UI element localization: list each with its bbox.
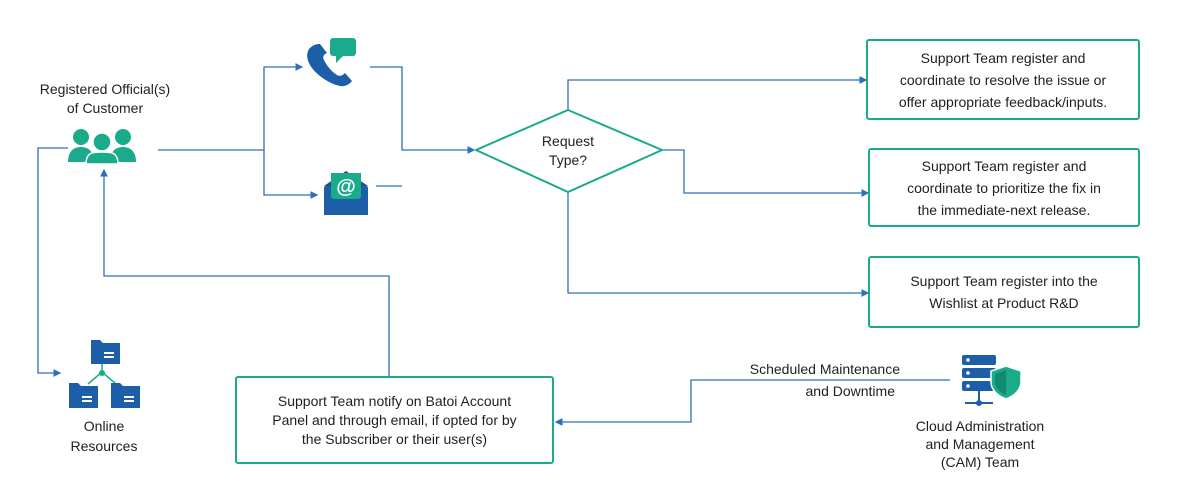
connector-customer-to-resources <box>37 147 68 377</box>
cam-line3: (CAM) Team <box>940 454 1020 470</box>
email-icon: @ <box>324 171 368 215</box>
customer-label-line1: Registered Official(s) <box>39 81 171 97</box>
notify-line2: Panel and through email, if opted for by <box>272 411 517 428</box>
maintenance-line1: Scheduled Maintenance <box>749 361 900 377</box>
customer-label-line2: of Customer <box>66 100 144 116</box>
maintenance-label-line1: Scheduled Maintenance <box>700 360 900 379</box>
resources-label: Online Resources <box>54 416 154 456</box>
decision-label: Request Type? <box>518 132 618 170</box>
decision-label-line1: Request <box>541 133 595 149</box>
outcome-1-line3: offer appropriate feedback/inputs. <box>898 93 1108 110</box>
connector-decision-to-outcome-3 <box>567 192 870 297</box>
outcome-3-line2: Wishlist at Product R&D <box>929 295 1079 311</box>
outcome-2-line3: the immediate-next release. <box>917 201 1091 218</box>
notify-line3: the Subscriber or their user(s) <box>301 430 488 447</box>
svg-text:@: @ <box>336 176 356 198</box>
cam-label: Cloud Administration and Management (CAM… <box>890 417 1070 471</box>
notify-box: Support Team notify on Batoi Account Pan… <box>235 376 554 464</box>
users-group-icon <box>68 129 136 165</box>
connector-notify-to-customer <box>100 168 390 376</box>
cam-line2: and Management <box>925 436 1035 452</box>
notify-line1: Support Team notify on Batoi Account <box>277 392 512 409</box>
phone-chat-icon <box>307 38 356 87</box>
connector-customer-to-phone <box>158 63 304 151</box>
outcome-2-line1: Support Team register and <box>921 157 1087 174</box>
decision-label-line2: Type? <box>548 152 588 168</box>
outcome-3-line1: Support Team register into the <box>910 273 1098 289</box>
connector-phone-to-decision <box>370 66 476 154</box>
maintenance-label-line2: and Downtime <box>700 382 896 401</box>
outcome-box-resolve: Support Team register and coordinate to … <box>866 39 1140 120</box>
maintenance-line2: and Downtime <box>805 383 896 399</box>
cam-line1: Cloud Administration <box>915 418 1045 434</box>
connector-decision-to-outcome-1 <box>567 76 868 110</box>
connector-cam-to-notify <box>554 379 950 426</box>
outcome-box-wishlist: Support Team register into the Wishlist … <box>868 256 1140 328</box>
outcome-1-line1: Support Team register and <box>920 49 1086 66</box>
outcome-1-line2: coordinate to resolve the issue or <box>899 71 1107 88</box>
decision-diamond <box>473 108 665 194</box>
customer-label: Registered Official(s) of Customer <box>10 80 200 118</box>
outcome-2-line2: coordinate to prioritize the fix in <box>907 179 1101 196</box>
connector-customer-to-email <box>263 150 319 199</box>
outcome-box-prioritize: Support Team register and coordinate to … <box>868 148 1140 227</box>
resources-line2: Resources <box>70 438 138 454</box>
folders-network-icon <box>69 340 140 408</box>
server-shield-icon <box>962 355 1022 406</box>
connector-decision-to-outcome-2 <box>662 149 870 197</box>
resources-line1: Online <box>83 418 125 434</box>
